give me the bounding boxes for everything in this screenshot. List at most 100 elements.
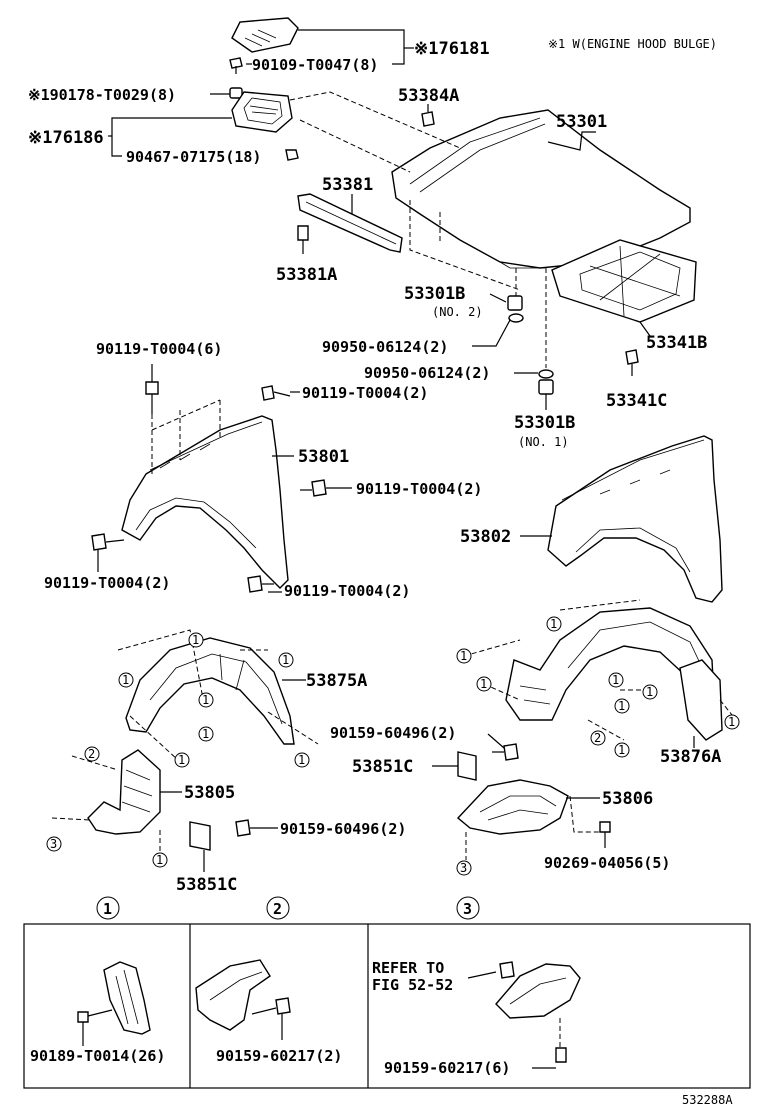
hood-insulator-53341B xyxy=(551,239,697,323)
callout-1: 1 xyxy=(550,617,557,631)
bolt-90109 xyxy=(229,57,243,74)
detail-box-frame xyxy=(23,923,751,1089)
label-90467: 90467-07175(18) xyxy=(126,148,261,166)
detail-2-number: 2 xyxy=(273,900,282,918)
hood-panel xyxy=(391,109,691,269)
splash-shield-53805 xyxy=(87,749,161,835)
callout-2: 2 xyxy=(88,747,95,761)
diagram-note: ※1 W(ENGINE HOOD BULGE) xyxy=(548,37,717,51)
bolt-90159-a xyxy=(492,743,519,761)
callout-1: 1 xyxy=(612,673,619,687)
bolt-90119-b xyxy=(261,385,291,401)
label-190178: ※190178-T0029(8) xyxy=(28,86,176,104)
hood-bulge-scoop xyxy=(231,17,299,53)
label-53301B-no2: 53301B xyxy=(404,284,465,304)
label-90950-b: 90950-06124(2) xyxy=(364,364,490,382)
clip-53381A xyxy=(297,225,309,254)
bolt-90119-e xyxy=(247,575,274,593)
detail-3-number: 3 xyxy=(463,900,472,918)
label-90109: 90109-T0047(8) xyxy=(252,56,378,74)
label-53301: 53301 xyxy=(556,112,607,132)
label-90119-a: 90119-T0004(6) xyxy=(96,340,222,358)
label-53806: 53806 xyxy=(602,789,653,809)
detail-box-1: 1 90189-T0014(26) xyxy=(30,896,165,1065)
splash-shield-53806 xyxy=(456,779,569,835)
label-53301B-no1: 53301B xyxy=(514,413,575,433)
label-90159-b: 90159-60496(2) xyxy=(280,820,406,838)
label-53805: 53805 xyxy=(184,783,235,803)
callout-1: 1 xyxy=(178,753,185,767)
fender-liner-right xyxy=(505,607,715,721)
callout-1: 1 xyxy=(618,699,625,713)
label-90159-a: 90159-60496(2) xyxy=(330,724,456,742)
label-90119-d: 90119-T0004(2) xyxy=(44,574,170,592)
bolt-90119-c xyxy=(300,479,327,497)
label-53801: 53801 xyxy=(298,447,349,467)
hood-bulge-seal xyxy=(231,91,293,133)
label-90119-e: 90119-T0004(2) xyxy=(284,582,410,600)
label-53341C: 53341C xyxy=(606,391,667,411)
clip-90467 xyxy=(285,149,299,161)
callout-1: 1 xyxy=(122,673,129,687)
bolt-90119-d xyxy=(91,533,125,551)
label-90950-a: 90950-06124(2) xyxy=(322,338,448,356)
bolt-90159-b xyxy=(235,819,251,837)
label-53875A: 53875A xyxy=(306,671,367,691)
front-fender-right xyxy=(547,435,723,603)
label-53802: 53802 xyxy=(460,527,511,547)
clip-53341C xyxy=(625,349,639,376)
hood-seal-53381 xyxy=(297,193,403,253)
detail-3-part: 90159-60217(6) xyxy=(384,1059,510,1077)
bolt-90119-top xyxy=(145,381,159,414)
callouts-right-liner: 1 1 1 1 1 1 2 1 1 xyxy=(456,616,740,758)
label-176186: ※176186 xyxy=(28,128,104,148)
label-53381A: 53381A xyxy=(276,265,337,285)
callout-1: 1 xyxy=(192,633,199,647)
label-no2: (NO. 2) xyxy=(432,305,483,319)
detail-1-part: 90189-T0014(26) xyxy=(30,1047,165,1065)
label-53381: 53381 xyxy=(322,175,373,195)
callout-1: 1 xyxy=(202,727,209,741)
callout-3: 3 xyxy=(50,837,57,851)
callout-1: 1 xyxy=(618,743,625,757)
callout-1: 1 xyxy=(728,715,735,729)
cushion-53301B-no2 xyxy=(507,295,524,323)
detail-3-refer-line2: FIG 52-52 xyxy=(372,976,453,994)
bumper-53384A xyxy=(421,111,435,127)
label-90269: 90269-04056(5) xyxy=(544,854,670,872)
detail-3-refer-line1: REFER TO xyxy=(372,959,444,977)
callout-1: 1 xyxy=(202,693,209,707)
callout-3: 3 xyxy=(460,861,467,875)
label-53851C-a: 53851C xyxy=(352,757,413,777)
label-176181: ※176181 xyxy=(414,39,490,59)
liner-flap-right xyxy=(679,659,723,741)
callout-1: 1 xyxy=(480,677,487,691)
callouts-left-liner: 1 1 1 1 1 1 1 xyxy=(118,632,310,768)
detail-2-part: 90159-60217(2) xyxy=(216,1047,342,1065)
label-53384A: 53384A xyxy=(398,86,459,106)
callout-2: 2 xyxy=(594,731,601,745)
figure-id: 532288A xyxy=(682,1093,733,1107)
label-no1: (NO. 1) xyxy=(518,435,569,449)
label-53341B: 53341B xyxy=(646,333,707,353)
label-90119-b: 90119-T0004(2) xyxy=(302,384,428,402)
seal-53851C-left xyxy=(189,821,211,851)
fender-liner-left xyxy=(125,637,295,745)
seal-53851C-right xyxy=(457,751,477,781)
label-90119-c: 90119-T0004(2) xyxy=(356,480,482,498)
label-53851C-b: 53851C xyxy=(176,875,237,895)
front-fender-left xyxy=(121,415,289,589)
detail-box-3: 3 REFER TO FIG 52-52 90159-60217(6) xyxy=(372,896,581,1077)
detail-box-2: 2 90159-60217(2) xyxy=(195,896,342,1065)
clip-90269 xyxy=(599,821,611,848)
callout-1: 1 xyxy=(156,853,163,867)
callout-1: 1 xyxy=(646,685,653,699)
clip-190178 xyxy=(229,87,243,99)
callout-1: 1 xyxy=(298,753,305,767)
callout-1: 1 xyxy=(282,653,289,667)
label-53876A: 53876A xyxy=(660,747,721,767)
callout-1: 1 xyxy=(460,649,467,663)
detail-1-number: 1 xyxy=(103,900,112,918)
cushion-53301B-no1 xyxy=(538,369,554,395)
